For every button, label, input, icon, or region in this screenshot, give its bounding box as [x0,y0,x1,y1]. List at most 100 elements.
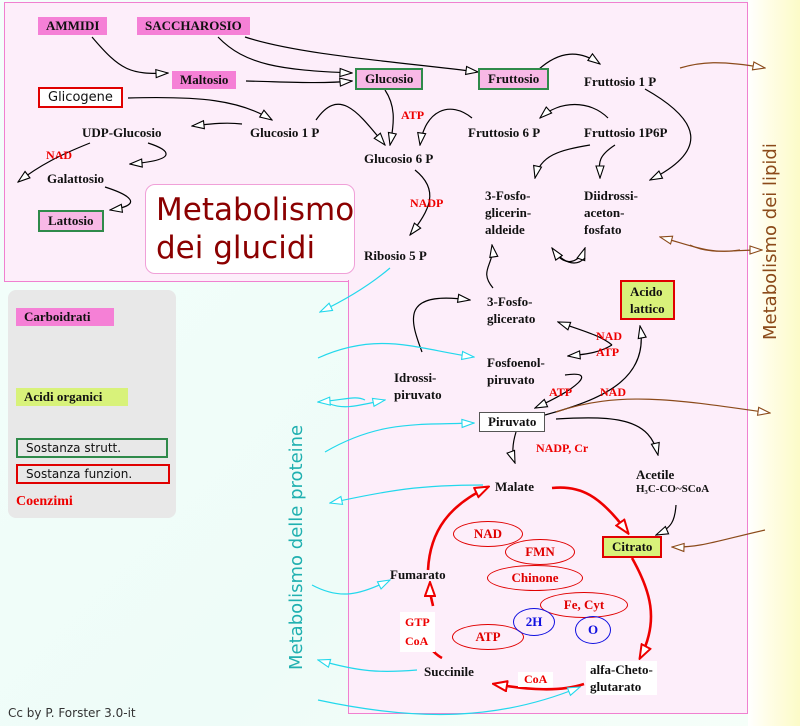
arrow-udp-nad [18,142,91,182]
arrow-pg-gap [486,245,493,289]
lipid-arrow-piruvato [555,398,770,413]
node-glucosio-6p: Glucosio 6 P [364,151,434,166]
protein-arrow-pep [317,342,474,358]
title-line-1: Metabolismo [156,192,355,228]
cycle-malate-citrato [551,486,628,533]
cofactor-nadp-cr: NADP, Cr [536,441,589,455]
arrow-acetile-citrato [656,504,677,535]
coa-label: CoA [405,634,429,648]
cycle-fumarato-malate [426,487,488,571]
line: lattico [630,301,665,316]
legend-sostanza-strutt: Sostanza strutt. [16,438,168,458]
credit-license: Cc by P. Forster 3.0-it [8,706,136,720]
node-succinile: Succinile [424,664,474,679]
label-lipid-metabolism: Metabolismo dei lipidi [760,143,781,340]
node-lattosio: Lattosio [38,210,104,232]
arrow-f6p-g6p [420,108,473,145]
cofactor-nad: NAD [46,148,72,162]
cofactor-nad: NAD [600,385,626,399]
arrow-sacch-fruttosio [244,36,478,72]
arrow-f1p6p-gap [535,144,591,178]
arrow-g1p-udp [192,123,243,126]
cycle-succ-tick [432,650,443,660]
cofactor-gtp-coa: GTP CoA [400,612,435,652]
node-galattosio: Galattosio [47,171,105,186]
protein-arrow-ribosio [320,267,391,312]
protein-arrow-idro2 [329,400,385,408]
node-glucosio: Glucosio [355,68,424,90]
lipid-metabolism-band [748,0,800,726]
line: Acido [630,284,663,299]
ellipse-fe-cyt: Fe, Cyt [540,592,628,618]
node-acido-lattico: Acido lattico [620,280,675,320]
protein-arrow-idro [318,398,366,402]
line: glutarato [590,679,642,694]
cofactor-coa: CoA [518,672,554,687]
lipid-arrow-f1p [679,63,765,68]
arrow-idro-pg [412,298,470,353]
line: alfa-Cheto- [590,662,653,677]
arrow-nad-pg [558,322,613,346]
legend-acidi-organici: Acidi organici [16,388,128,406]
node-diidrossiacetonfosfato: Diidrossi- aceton- fosfato [584,187,638,238]
node-fumarato: Fumarato [390,567,446,582]
arrow-g1p-g6p [315,103,385,145]
node-maltosio: Maltosio [172,71,237,89]
arrow-gap-dhap [554,248,585,263]
node-fosfoglicerinaldeide: 3-Fosfo- glicerin- aldeide [485,187,531,238]
cofactor-nad: NAD [596,329,622,343]
cycle-citrato-alfa [630,557,653,658]
legend-coenzimi: Coenzimi [16,494,73,509]
node-glicogene: Glicogene [38,87,123,108]
node-udp-glucosio: UDP-Glucosio [82,125,162,140]
line: piruvato [394,387,442,402]
arrow-pep-piruvato [535,373,583,408]
ellipse-fmn: FMN [505,539,575,565]
cofactor-atp: ATP [401,108,425,122]
protein-arrow-malate [330,484,484,503]
protein-arrow-fumarato [311,580,390,595]
line: 3-Fosfo- [487,294,533,309]
node-ammidi: AMMIDI [38,17,108,35]
line: Diidrossi- [584,188,638,203]
arrow-maltosio-glucosio [245,81,352,83]
line: 3-Fosfo- [485,188,531,203]
node-piruvato: Piruvato [479,412,546,432]
title-line-2: dei glucidi [156,230,316,266]
protein-arrow-piruvato [324,423,474,453]
arrow-fruttosio-f1p [537,54,600,71]
lipid-arrow-citrato [672,529,766,547]
node-fosfoenolpiruvato: Fosfoenol- piruvato [487,354,545,388]
node-malate: Malate [495,479,534,494]
arrow-atp-pep [568,344,613,356]
line: Fosfoenol- [487,355,545,370]
arrow-g6p-ribosio [410,169,431,235]
lipid-arrow-dhap2 [689,244,762,251]
arrow-f1p6p-dhap [599,144,616,178]
legend: Carboidrati Acidi organici Sostanza stru… [8,290,176,518]
node-saccharosio: SACCHAROSIO [137,17,250,35]
legend-carboidrati: Carboidrati [16,308,114,326]
line: Acetile [636,467,675,482]
line: piruvato [487,372,535,387]
ellipse-o: O [575,616,611,644]
line: fosfato [584,222,622,237]
cycle-succinile-fumarato [430,583,433,607]
arrow-f1p6p-f6p [540,103,609,119]
ellipse-nad: NAD [453,521,523,547]
protein-arrow-succinile [318,660,418,673]
protein-arrow-alfa [317,687,580,716]
line: Idrossi- [394,370,437,385]
acetile-formula: H₃C-CO~SCoA [636,483,710,495]
arrow-glicogene-g1p [127,96,272,120]
arrow-piruvato-malate [513,431,517,463]
node-fosfoglicerato: 3-Fosfo- glicerato [487,293,535,327]
cofactor-nadp: NADP [410,196,444,210]
node-acetile: Acetile H₃C-CO~SCoA [636,466,709,498]
line: aldeide [485,222,525,237]
arrow-galatt-lattosio [104,186,132,210]
node-fruttosio-1p6p: Fruttosio 1P6P [584,125,668,140]
cycle-alfa-succinile [494,684,585,689]
node-ribosio-5p: Ribosio 5 P [364,248,427,263]
